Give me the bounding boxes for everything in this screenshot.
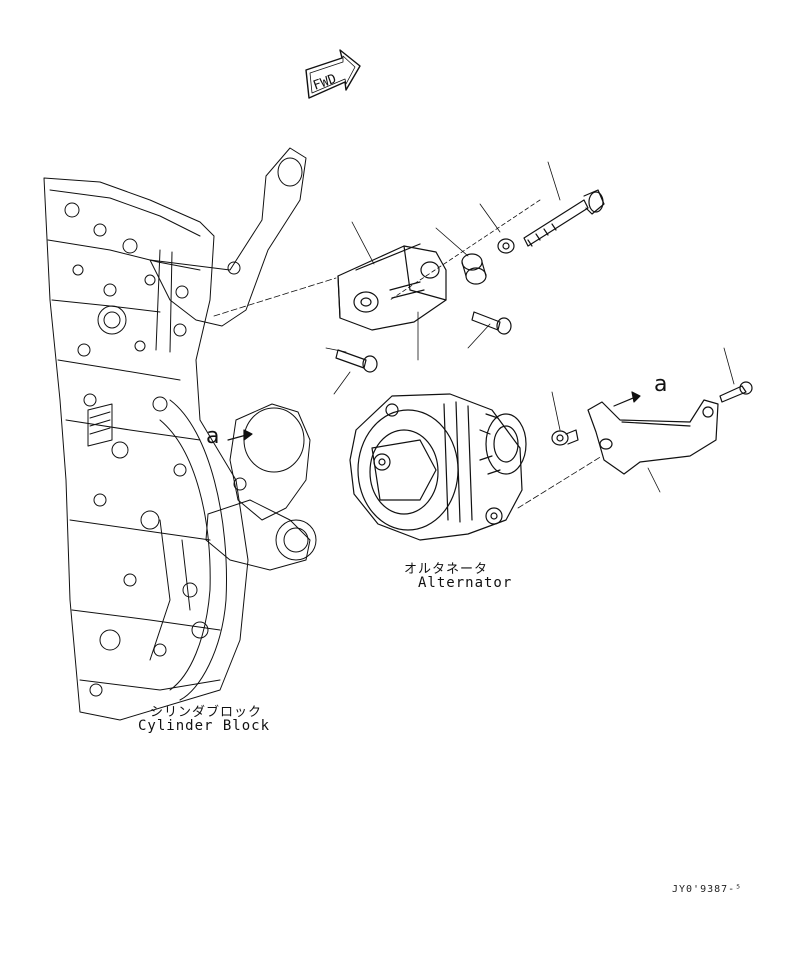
callout-a-right: a [654, 372, 668, 397]
mount-bracket-drawing [337, 243, 447, 331]
cylinder-block-label-jp: シリンダブロック [150, 705, 263, 720]
fwd-arrow-icon: FWD [305, 49, 361, 99]
spacer-drawing [461, 253, 487, 285]
direction-arrow-a-left-icon [227, 429, 253, 441]
bolt-flange-left-drawing [335, 349, 378, 373]
adjust-bracket-drawing [587, 399, 719, 475]
leader-lines [213, 161, 735, 509]
long-bolt-drawing [523, 189, 605, 247]
figure-id: JY0'9387-⁵ [672, 884, 743, 895]
alternator-label-jp: オルタネータ [404, 562, 489, 577]
cylinder-block-label-en: Cylinder Block [138, 718, 271, 734]
cylinder-block-drawing [43, 147, 317, 721]
alternator-drawing [349, 393, 527, 541]
bolt-flange-right-drawing [471, 311, 512, 335]
flange-nut-drawing [551, 429, 579, 446]
callout-a-left: a [206, 424, 220, 449]
bolt-small-right-drawing [719, 381, 753, 403]
washer-drawing [497, 238, 515, 254]
alternator-label-en: Alternator [418, 575, 513, 591]
svg-text:FWD: FWD [311, 72, 338, 94]
direction-arrow-a-right-icon [613, 391, 641, 407]
